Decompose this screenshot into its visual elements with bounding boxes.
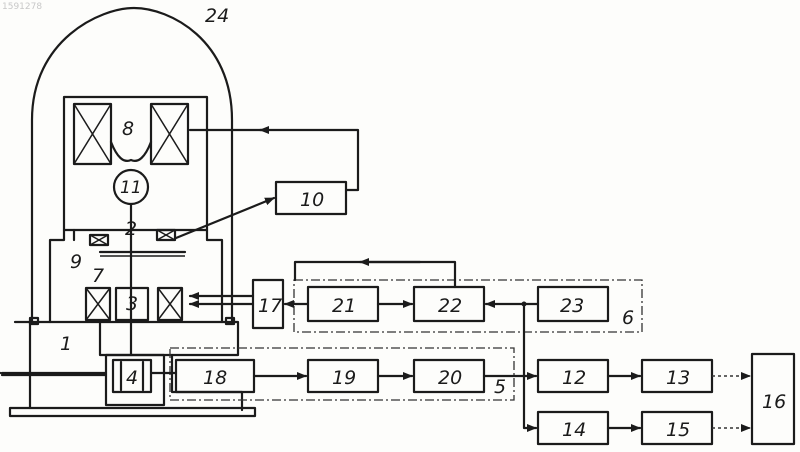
base-plate [10,408,255,416]
faint-header: 1591278 [2,2,42,12]
label-22: 22 [438,295,462,317]
base-1 [15,322,242,410]
label-6: 6 [622,307,634,329]
link-sensor-to-10 [176,198,274,238]
feedback-22 [295,262,455,287]
label-9: 9 [70,251,82,273]
support-9-right [207,230,222,322]
label-20: 20 [438,367,462,389]
label-17: 17 [258,295,282,317]
label-23: 23 [560,295,584,317]
label-8: 8 [122,118,134,140]
label-18: 18 [203,367,227,389]
label-5: 5 [494,376,506,398]
label-7: 7 [92,265,104,287]
label-21: 21 [332,295,356,317]
label-24: 24 [205,5,229,27]
label-19: 19 [332,367,356,389]
label-2: 2 [125,218,137,240]
label-11: 11 [120,178,142,198]
label-1: 1 [60,333,72,355]
label-3: 3 [126,293,138,315]
label-14: 14 [562,419,586,441]
label-13: 13 [666,367,690,389]
label-15: 15 [666,419,690,441]
support-9-left [50,230,64,322]
label-12: 12 [562,367,586,389]
label-10: 10 [300,189,324,211]
label-4: 4 [126,367,138,389]
label-16: 16 [762,391,786,413]
